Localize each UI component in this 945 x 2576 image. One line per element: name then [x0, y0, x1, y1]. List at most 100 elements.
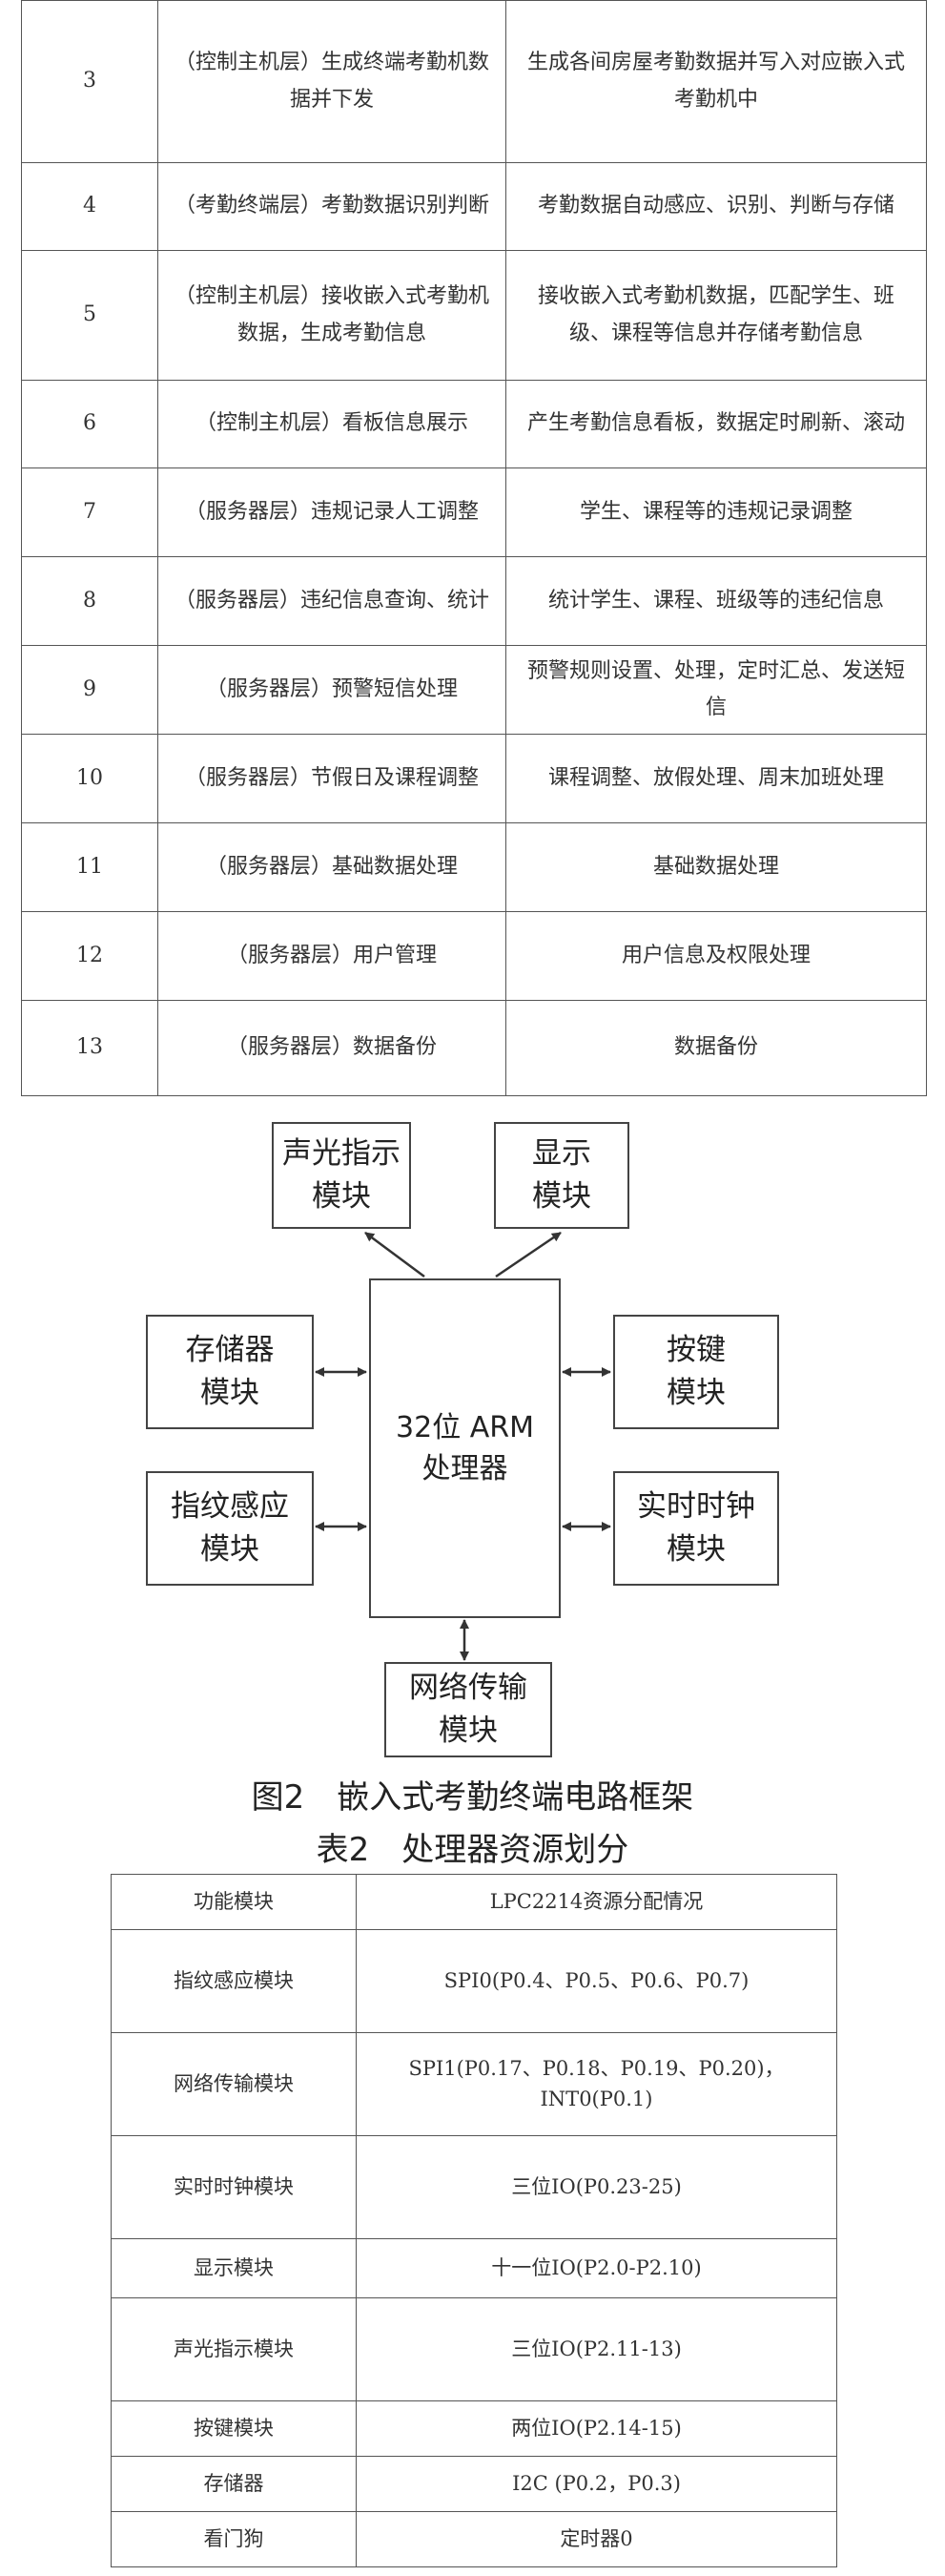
description-cell: 生成各间房屋考勤数据并写入对应嵌入式考勤机中	[505, 0, 927, 163]
table-row: 声光指示模块 三位IO(P2.11-13)	[111, 2297, 837, 2401]
table-row: 8 （服务器层）违纪信息查询、统计 统计学生、课程、班级等的违纪信息	[21, 556, 927, 646]
table-row: 9 （服务器层）预警短信处理 预警规则设置、处理，定时汇总、发送短信	[21, 645, 927, 735]
table-2: 功能模块 LPC2214资源分配情况 指纹感应模块 SPI0(P0.4、P0.5…	[111, 1874, 837, 2567]
module-label: 存储器	[185, 1333, 275, 1368]
function-cell: （服务器层）基础数据处理	[157, 822, 506, 912]
cpu-label-line2: 处理器	[421, 1452, 508, 1485]
storage-module-box: 存储器 模块	[146, 1315, 314, 1429]
module-label: 模块	[667, 1532, 726, 1567]
arrow-to-sound-light	[364, 1231, 425, 1278]
module-label: 模块	[532, 1179, 591, 1214]
row-number: 9	[21, 645, 158, 735]
row-number: 13	[21, 1000, 158, 1096]
row-number: 8	[21, 556, 158, 646]
alloc-cell: I2C (P0.2，P0.3)	[356, 2456, 837, 2512]
module-cell: 指纹感应模块	[111, 1929, 357, 2033]
table-row: 7 （服务器层）违规记录人工调整 学生、课程等的违规记录调整	[21, 467, 927, 557]
module-label: 模块	[439, 1714, 498, 1748]
module-cell: 声光指示模块	[111, 2297, 357, 2401]
cpu-box: 32位 ARM 处理器	[369, 1278, 561, 1618]
table-row: 4 （考勤终端层）考勤数据识别判断 考勤数据自动感应、识别、判断与存储	[21, 162, 927, 251]
function-cell: （控制主机层）看板信息展示	[157, 380, 506, 468]
rtc-module-box: 实时时钟 模块	[613, 1471, 779, 1586]
description-cell: 接收嵌入式考勤机数据，匹配学生、班级、课程等信息并存储考勤信息	[505, 250, 927, 381]
sound-light-module-box: 声光指示 模块	[272, 1122, 411, 1229]
module-cell: 存储器	[111, 2456, 357, 2512]
circuit-block-diagram: 声光指示 模块 显示 模块 存储器 模块 按键 模块 32位 ARM 处理器 指…	[0, 1107, 945, 1765]
alloc-cell: 十一位IO(P2.0-P2.10)	[356, 2238, 837, 2298]
alloc-cell: SPI0(P0.4、P0.5、P0.6、P0.7)	[356, 1929, 837, 2033]
function-cell: （服务器层）违纪信息查询、统计	[157, 556, 506, 646]
description-cell: 统计学生、课程、班级等的违纪信息	[505, 556, 927, 646]
module-label: 按键	[667, 1333, 726, 1368]
description-cell: 基础数据处理	[505, 822, 927, 912]
function-cell: （考勤终端层）考勤数据识别判断	[157, 162, 506, 251]
display-module-box: 显示 模块	[494, 1122, 629, 1229]
description-cell: 学生、课程等的违规记录调整	[505, 467, 927, 557]
function-cell: （服务器层）数据备份	[157, 1000, 506, 1096]
alloc-cell: 三位IO(P0.23-25)	[356, 2135, 837, 2239]
table-row: 5 （控制主机层）接收嵌入式考勤机数据，生成考勤信息 接收嵌入式考勤机数据，匹配…	[21, 250, 927, 381]
row-number: 4	[21, 162, 158, 251]
table-row: 指纹感应模块 SPI0(P0.4、P0.5、P0.6、P0.7)	[111, 1929, 837, 2033]
table-row: 3 （控制主机层）生成终端考勤机数据并下发 生成各间房屋考勤数据并写入对应嵌入式…	[21, 0, 927, 163]
row-number: 7	[21, 467, 158, 557]
table-row: 10 （服务器层）节假日及课程调整 课程调整、放假处理、周末加班处理	[21, 734, 927, 823]
row-number: 6	[21, 380, 158, 468]
module-label: 模块	[200, 1376, 259, 1410]
description-cell: 课程调整、放假处理、周末加班处理	[505, 734, 927, 823]
table-caption: 表2 处理器资源划分	[316, 1831, 629, 1869]
module-label: 指纹感应	[171, 1489, 289, 1525]
row-number: 12	[21, 911, 158, 1001]
module-cell: 实时时钟模块	[111, 2135, 357, 2239]
row-number: 3	[21, 0, 158, 163]
function-cell: （服务器层）用户管理	[157, 911, 506, 1001]
function-cell: （控制主机层）生成终端考勤机数据并下发	[157, 0, 506, 163]
header-cell: LPC2214资源分配情况	[356, 1874, 837, 1930]
table-row: 存储器 I2C (P0.2，P0.3)	[111, 2456, 837, 2512]
description-cell: 考勤数据自动感应、识别、判断与存储	[505, 162, 927, 251]
header-cell: 功能模块	[111, 1874, 357, 1930]
function-cell: （服务器层）预警短信处理	[157, 645, 506, 735]
table-row: 网络传输模块 SPI1(P0.17、P0.18、P0.19、P0.20)，INT…	[111, 2032, 837, 2136]
row-number: 5	[21, 250, 158, 381]
module-cell: 看门狗	[111, 2511, 357, 2567]
module-label: 显示	[532, 1136, 591, 1172]
module-label: 实时时钟	[637, 1489, 755, 1525]
alloc-cell: 三位IO(P2.11-13)	[356, 2297, 837, 2401]
connector-arrows	[315, 1231, 611, 1661]
function-cell: （控制主机层）接收嵌入式考勤机数据，生成考勤信息	[157, 250, 506, 381]
arrow-to-display	[495, 1231, 562, 1278]
description-cell: 数据备份	[505, 1000, 927, 1096]
table-1: 3 （控制主机层）生成终端考勤机数据并下发 生成各间房屋考勤数据并写入对应嵌入式…	[21, 0, 927, 1096]
table-row: 12 （服务器层）用户管理 用户信息及权限处理	[21, 911, 927, 1001]
alloc-cell: SPI1(P0.17、P0.18、P0.19、P0.20)，INT0(P0.1)	[356, 2032, 837, 2136]
module-cell: 按键模块	[111, 2400, 357, 2457]
function-cell: （服务器层）节假日及课程调整	[157, 734, 506, 823]
row-number: 11	[21, 822, 158, 912]
module-cell: 显示模块	[111, 2238, 357, 2298]
keys-module-box: 按键 模块	[613, 1315, 779, 1429]
table-row: 实时时钟模块 三位IO(P0.23-25)	[111, 2135, 837, 2239]
module-cell: 网络传输模块	[111, 2032, 357, 2136]
alloc-cell: 定时器0	[356, 2511, 837, 2567]
function-cell: （服务器层）违规记录人工调整	[157, 467, 506, 557]
network-module-box: 网络传输 模块	[384, 1662, 552, 1757]
description-cell: 预警规则设置、处理，定时汇总、发送短信	[505, 645, 927, 735]
module-label: 模块	[200, 1532, 259, 1567]
table-row: 6 （控制主机层）看板信息展示 产生考勤信息看板，数据定时刷新、滚动	[21, 380, 927, 468]
figure-caption: 图2 嵌入式考勤终端电路框架	[251, 1778, 694, 1817]
fingerprint-module-box: 指纹感应 模块	[146, 1471, 314, 1586]
table-row: 13 （服务器层）数据备份 数据备份	[21, 1000, 927, 1096]
description-cell: 用户信息及权限处理	[505, 911, 927, 1001]
cpu-label-line1: 32位 ARM	[396, 1410, 534, 1444]
alloc-cell: 两位IO(P2.14-15)	[356, 2400, 837, 2457]
description-cell: 产生考勤信息看板，数据定时刷新、滚动	[505, 380, 927, 468]
table-header-row: 功能模块 LPC2214资源分配情况	[111, 1874, 837, 1930]
table-row: 11 （服务器层）基础数据处理 基础数据处理	[21, 822, 927, 912]
module-label: 声光指示	[282, 1136, 401, 1172]
module-label: 模块	[667, 1376, 726, 1410]
table-row: 显示模块 十一位IO(P2.0-P2.10)	[111, 2238, 837, 2298]
row-number: 10	[21, 734, 158, 823]
table-row: 按键模块 两位IO(P2.14-15)	[111, 2400, 837, 2457]
